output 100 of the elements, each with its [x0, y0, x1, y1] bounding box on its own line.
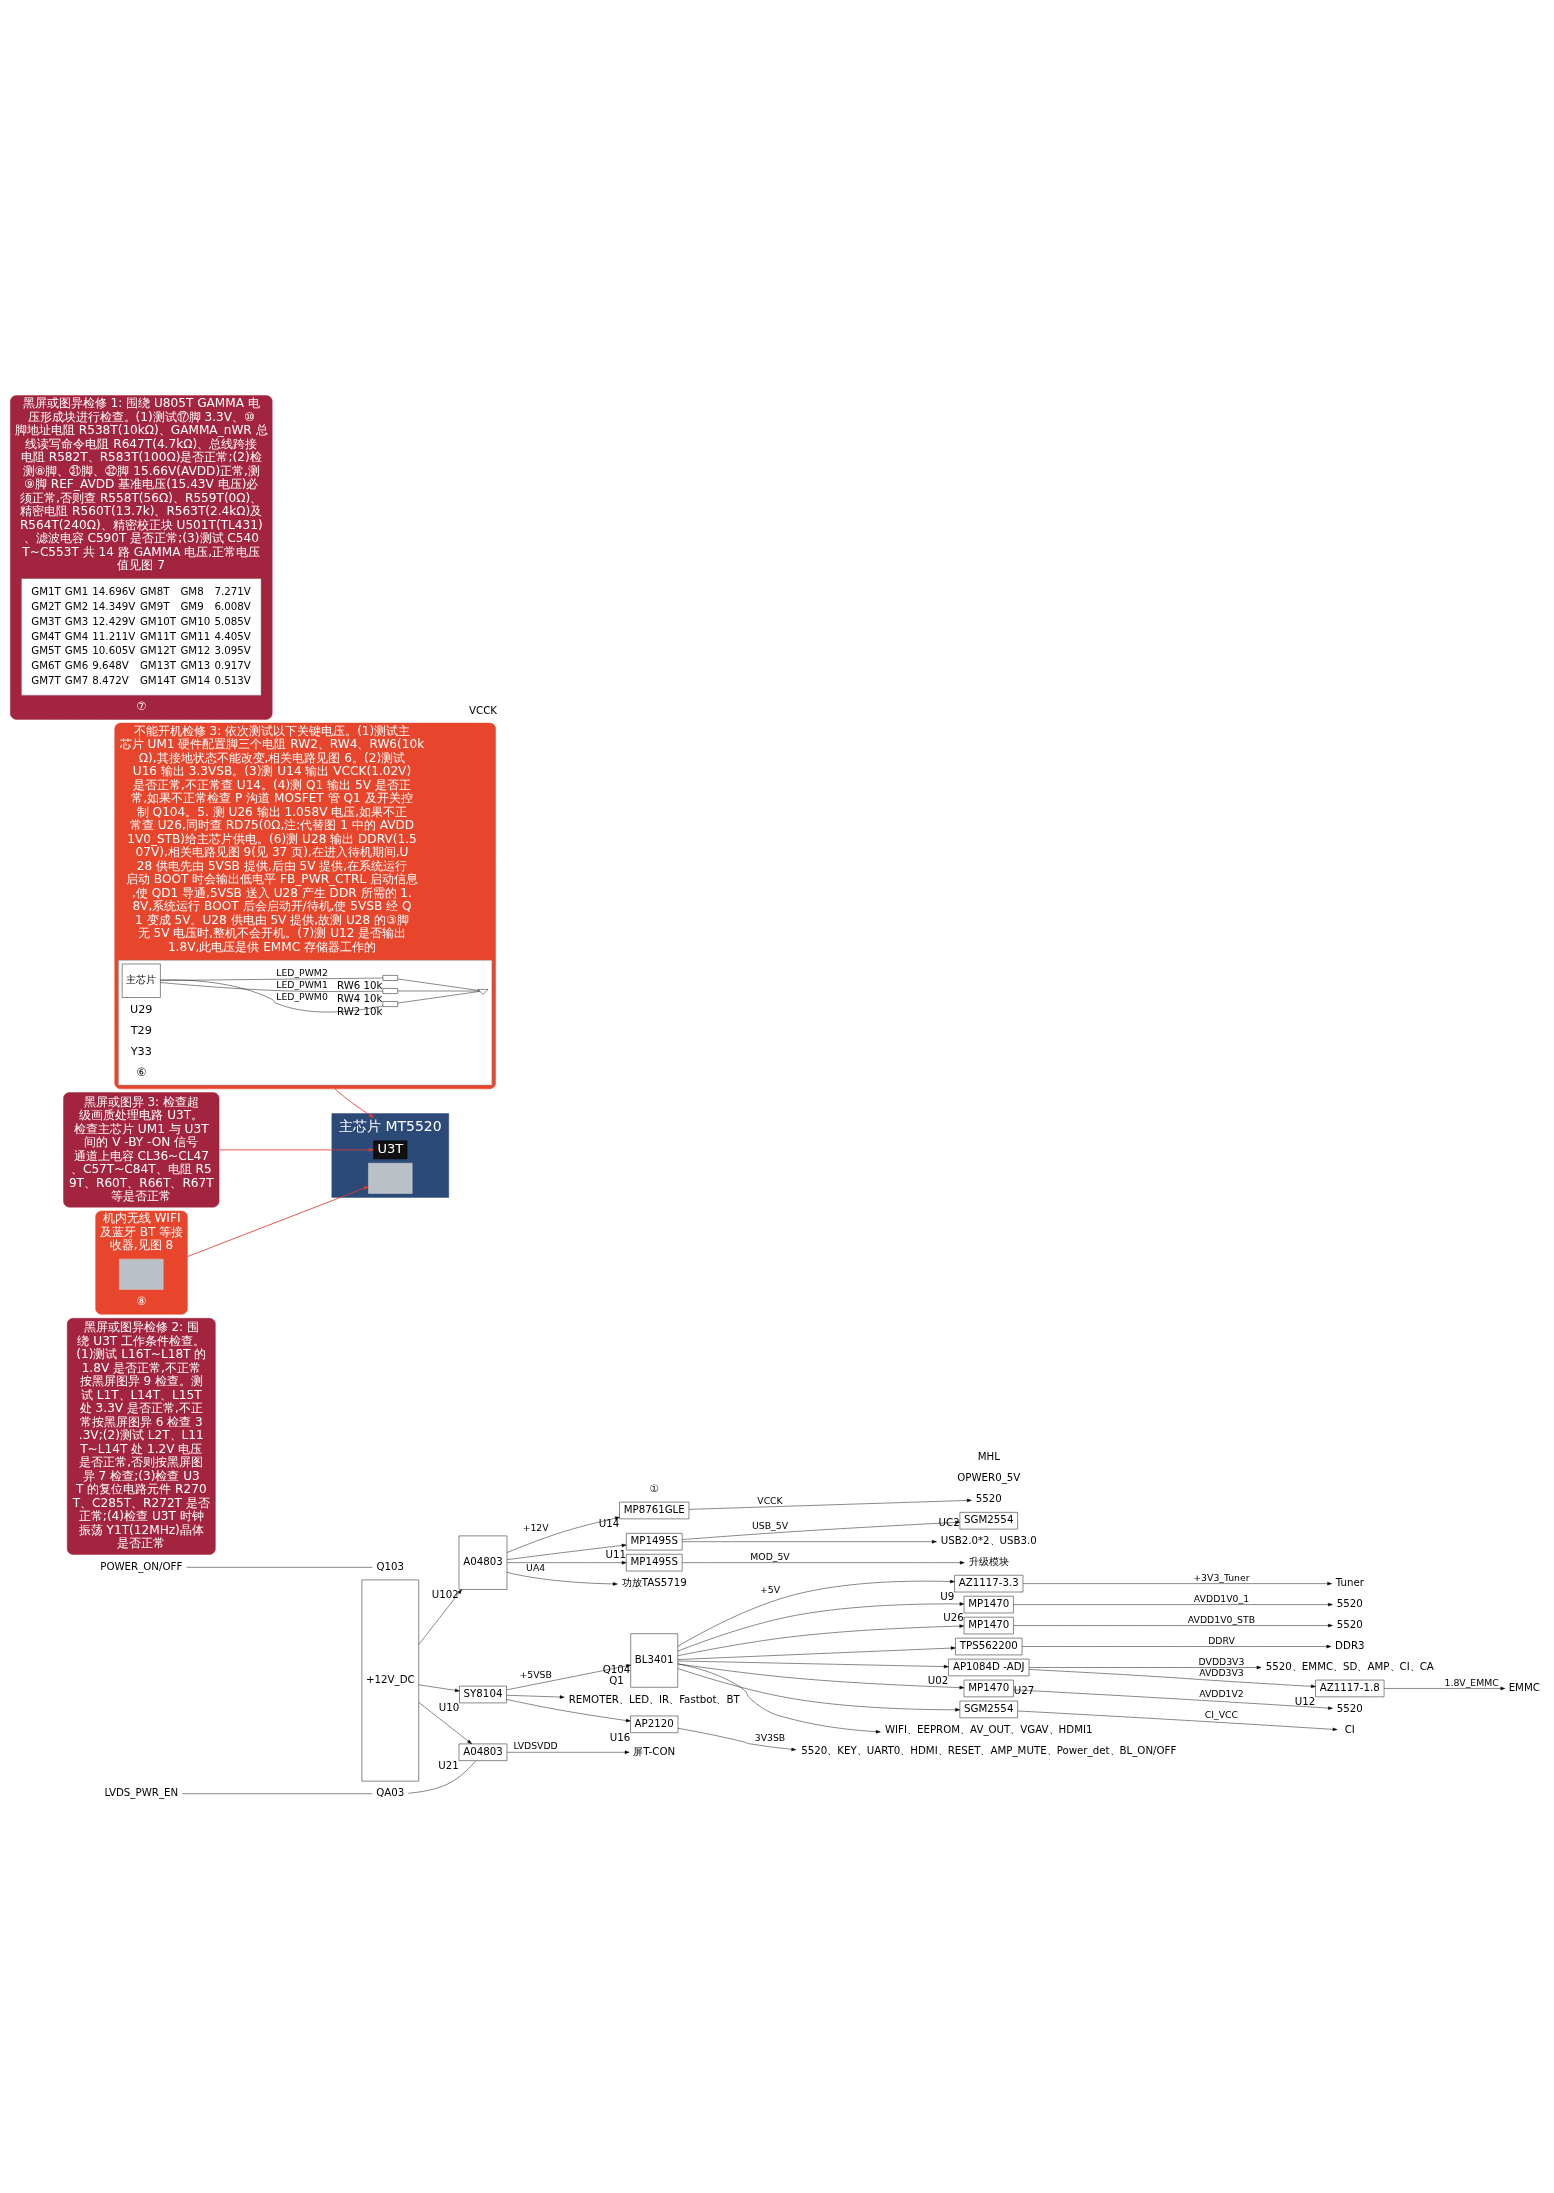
arrow — [506, 1571, 618, 1586]
node-text: USB2.0*2、USB3.0 — [940, 1533, 1037, 1546]
node-box — [382, 987, 398, 994]
label: GM12T — [139, 643, 176, 656]
node-box: +12V_DC — [361, 1579, 419, 1781]
node-box: AP2120 — [630, 1715, 679, 1733]
node-text: 5520 — [1336, 1617, 1363, 1630]
node-text: 主芯片 MT5520 — [339, 1117, 442, 1134]
arrow — [688, 1498, 972, 1510]
node-box: TPS562200 — [955, 1637, 1023, 1655]
node-text: 5520、KEY、UART0、HDMI、RESET、AMP_MUTE、Power_det、BL_ON/OFF — [801, 1743, 1177, 1756]
arrow — [677, 1663, 881, 1733]
label: U29 — [130, 1002, 153, 1016]
arrow — [1013, 1623, 1333, 1627]
node-box: MP1470 — [963, 1616, 1014, 1634]
label: 5.085V — [214, 614, 251, 627]
node-label: U11 — [605, 1547, 627, 1560]
label: 6.008V — [214, 599, 251, 612]
node-box: AP1084D -ADJ — [948, 1658, 1030, 1676]
node-label: U21 — [438, 1758, 459, 1771]
edge-label: CI_VCC — [1204, 1708, 1239, 1720]
node-box: A04803 — [458, 1743, 508, 1761]
edge-label: USB_5V — [752, 1519, 789, 1531]
node-text: 功放TAS5719 — [621, 1575, 687, 1588]
arrow — [677, 1645, 956, 1660]
label: T29 — [130, 1023, 152, 1037]
node-label: U16 — [609, 1730, 631, 1743]
node-label: RW4 10k — [337, 991, 383, 1004]
arrow — [1013, 1602, 1333, 1606]
label: GM2 — [64, 599, 89, 612]
label: GM3T — [31, 614, 61, 627]
label: GM4 — [64, 629, 89, 642]
node-label: U10 — [438, 1700, 460, 1713]
node-box — [368, 1162, 413, 1194]
arrow — [1013, 1689, 1333, 1710]
node-text: 5520 — [975, 1491, 1002, 1504]
node-text: LVDS_PWR_EN — [104, 1785, 179, 1798]
label: GM13 — [180, 658, 211, 671]
label: GM7T — [31, 673, 61, 686]
node-box: U3T — [373, 1140, 408, 1159]
node-box: SY8104 — [459, 1685, 507, 1703]
node-label: U12 — [1294, 1694, 1316, 1707]
arrow — [677, 1663, 965, 1689]
arrow — [506, 1750, 630, 1754]
edge-label: DDRV — [1208, 1634, 1235, 1646]
label: GM5T — [31, 643, 61, 656]
arrow — [506, 1560, 627, 1564]
arrow — [677, 1601, 965, 1651]
node-label: Q1 — [609, 1673, 624, 1686]
edge-label: AVDD1V0_1 — [1193, 1592, 1250, 1604]
node-label: U02 — [927, 1673, 949, 1686]
edge-label: MOD_5V — [750, 1550, 790, 1562]
label: GM9 — [180, 599, 204, 612]
node-box — [382, 974, 398, 981]
label: ① — [649, 1481, 659, 1494]
arrow — [506, 1516, 620, 1553]
arrow — [677, 1727, 797, 1751]
node-text: 屏T-CON — [633, 1744, 676, 1757]
arrow — [677, 1579, 955, 1647]
label: GM3 — [64, 614, 89, 627]
edge-label: AVDD3V3 — [1199, 1666, 1244, 1678]
label: GM5 — [64, 643, 89, 656]
node-box: MP1470 — [963, 1679, 1014, 1697]
arrow — [682, 1539, 937, 1543]
node-text: 升级模块 — [968, 1554, 1009, 1567]
edge-label: LED_PWM2 — [276, 966, 328, 978]
node-box — [21, 577, 262, 695]
label: GM8T — [139, 584, 170, 597]
node-box: AZ1117-3.3 — [954, 1574, 1024, 1592]
arrow — [682, 1560, 965, 1564]
arrow — [677, 1623, 965, 1656]
label: GM10 — [180, 614, 211, 627]
edge-label: DVDD3V3 — [1198, 1655, 1245, 1667]
label: GM10T — [139, 614, 176, 627]
arrow — [187, 1185, 369, 1257]
arrow — [506, 1663, 631, 1690]
label: GM9T — [139, 599, 170, 612]
label: GM4T — [31, 629, 61, 642]
edge-label: +12V — [522, 1521, 549, 1533]
arrow — [506, 1694, 565, 1699]
node-box: 黑屏或图异 3: 检查超级画质处理电路 U3T。检查主芯片 UM1 与 U3T 间的 V -BY -ON 信号通道上电容 CL36~CL47、C57T~C84T、电阻 R59T、R60T、R66T、R67T 等是否正常 — [63, 1091, 220, 1207]
node-box: 黑屏或图异检修 2: 围绕 U3T 工作条件检查。(1)测试 L16T~L18T 的 1.8V 是否正常,不正常按黑屏图异 9 检查。测试 L1T、L14T、L15T 处 3.3V 是否正常,不正常按黑屏图异 6 检查 3.3V;(2)测试 L2T、L11T~L14T 处 1.2V 电压是否正常,否则按黑屏图异 7 检查;(3)检查 U3T 的复位电路元件 R270T、C285T、R272T 是否正常;(4)检查 U3T 时钟振荡 Y1T(12MHz)晶体是否正常 — [66, 1317, 216, 1555]
edge-label: AVDD1V0_STB — [1187, 1613, 1256, 1625]
label: 12.429V — [92, 614, 136, 627]
label: Y33 — [130, 1044, 152, 1058]
arrow — [677, 1660, 949, 1668]
label: GM11 — [180, 629, 211, 642]
label: GM14T — [139, 673, 176, 686]
edge-label: VCCK — [757, 1494, 783, 1505]
edge-label: LVDSVDD — [513, 1739, 558, 1751]
arrow — [1021, 1644, 1332, 1648]
edge-label: UA4 — [526, 1561, 546, 1573]
arrow — [506, 1543, 627, 1560]
label: GM1T — [31, 584, 61, 597]
label: GM6T — [31, 658, 61, 671]
label: GM13T — [139, 658, 176, 671]
arrow — [334, 1087, 375, 1118]
arrow — [418, 1701, 472, 1744]
node-box: AZ1117-1.8 — [1315, 1679, 1385, 1697]
label: 9.648V — [92, 658, 129, 671]
